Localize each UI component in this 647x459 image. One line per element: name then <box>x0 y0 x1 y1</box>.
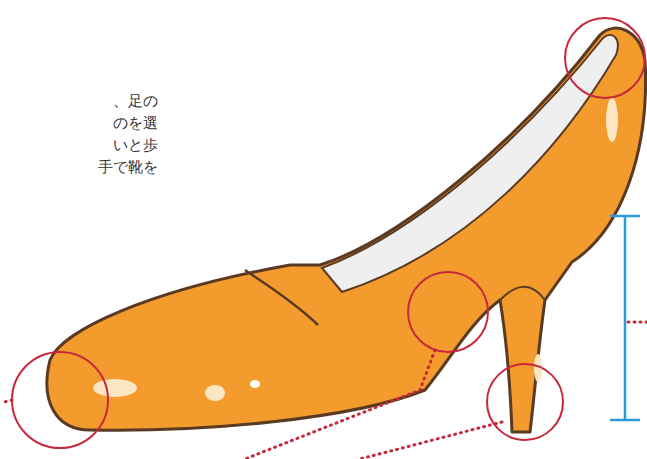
body-text: 、足の <box>113 91 158 111</box>
height-bracket <box>610 216 640 420</box>
body-text: いと歩 <box>113 135 158 155</box>
shoe-lining <box>322 35 618 292</box>
body-text: のを選 <box>113 113 158 133</box>
vamp-seam <box>245 270 318 325</box>
highlight <box>93 379 137 397</box>
check-circle <box>12 352 108 448</box>
leader-line <box>4 400 12 402</box>
shoe-body <box>47 28 646 432</box>
check-circle <box>487 364 563 440</box>
check-circle <box>565 18 645 98</box>
leader-line <box>628 321 647 324</box>
check-circle <box>408 272 488 352</box>
highlight <box>606 98 618 142</box>
highlight <box>250 380 260 388</box>
body-text: 手で靴を <box>98 157 158 177</box>
leader-line <box>360 422 502 459</box>
heel-seam <box>500 287 545 300</box>
highlight <box>205 385 225 401</box>
leader-line <box>245 350 435 459</box>
